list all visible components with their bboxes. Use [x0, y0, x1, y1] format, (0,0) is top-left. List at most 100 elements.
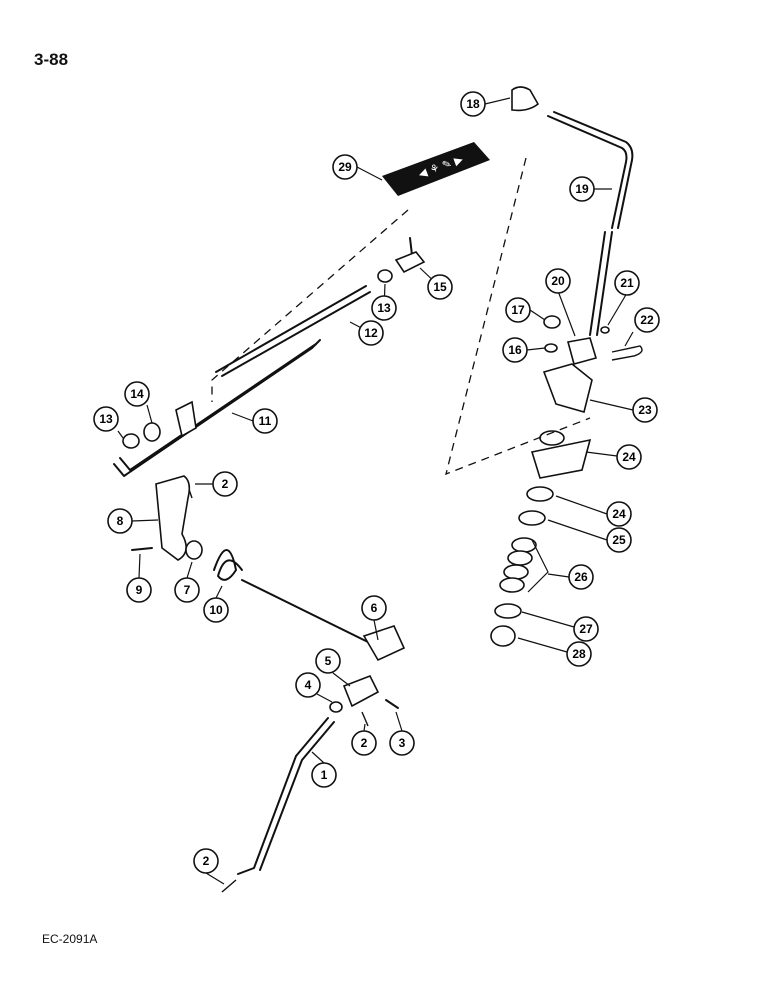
part-10-spring: [213, 549, 243, 581]
part-11-rod: [113, 339, 321, 477]
part-8-arm: [155, 475, 191, 561]
callout-4: 4: [295, 672, 321, 698]
callout-7: 7: [174, 577, 200, 603]
part-4-nut: [329, 701, 343, 713]
svg-text:8: 8: [117, 514, 124, 528]
callout-9: 9: [126, 577, 152, 603]
callout-16: 16: [502, 337, 528, 363]
part-13-nut-upper: [377, 269, 393, 283]
part-14-bushing: [143, 400, 197, 442]
svg-text:11: 11: [259, 414, 272, 428]
svg-text:16: 16: [508, 343, 522, 357]
assembly-guide-lever: [445, 157, 591, 476]
svg-text:20: 20: [551, 274, 565, 288]
callout-18: 18: [460, 91, 486, 117]
svg-text:13: 13: [99, 412, 113, 426]
leader-lines: [117, 97, 634, 885]
part-19-lever: [547, 111, 634, 336]
part-2-pin-b: [361, 711, 369, 727]
callout-20: 20: [545, 268, 571, 294]
svg-text:2: 2: [361, 736, 368, 750]
svg-text:29: 29: [338, 160, 352, 174]
callout-5: 5: [315, 648, 341, 674]
callout-2-middle: 2: [351, 730, 377, 756]
part-20-pivot: [566, 337, 598, 365]
svg-text:9: 9: [136, 583, 143, 597]
svg-text:19: 19: [575, 182, 589, 196]
callout-14: 14: [124, 381, 150, 407]
assembly-guide-rod: [211, 209, 409, 402]
callout-2-upper: 2: [212, 471, 238, 497]
callout-28: 28: [566, 641, 592, 667]
part-5-clevis: [342, 674, 380, 708]
callout-11: 11: [252, 408, 278, 434]
callout-8: 8: [107, 508, 133, 534]
svg-text:3: 3: [399, 736, 406, 750]
svg-text:10: 10: [209, 603, 223, 617]
svg-text:23: 23: [638, 403, 652, 417]
svg-text:26: 26: [574, 570, 588, 584]
part-25-washer: [518, 510, 546, 526]
callout-10: 10: [203, 597, 229, 623]
callout-13-lower: 13: [93, 406, 119, 432]
part-16-washer: [544, 343, 558, 353]
svg-text:5: 5: [325, 654, 332, 668]
part-3-pin: [385, 699, 399, 709]
svg-text:4: 4: [305, 678, 312, 692]
part-2-pin-c: [221, 879, 237, 893]
svg-text:2: 2: [203, 854, 210, 868]
part-21-nut: [600, 326, 610, 334]
part-1-rod: [237, 717, 335, 875]
callout-21: 21: [614, 270, 640, 296]
svg-text:18: 18: [466, 97, 480, 111]
page-number: 3-88: [34, 50, 69, 69]
part-23-bracket: [542, 363, 593, 413]
part-27-washer: [494, 603, 522, 619]
svg-text:12: 12: [364, 326, 378, 340]
callout-26: 26: [568, 564, 594, 590]
svg-text:6: 6: [371, 601, 378, 615]
svg-text:13: 13: [377, 301, 391, 315]
callout-6: 6: [361, 595, 387, 621]
part-6-shaft: [241, 579, 406, 662]
callout-12: 12: [358, 320, 384, 346]
callout-25: 25: [606, 527, 632, 553]
callout-3: 3: [389, 730, 415, 756]
part-22-clip: [611, 345, 643, 361]
callout-24-upper: 24: [616, 444, 642, 470]
svg-text:21: 21: [620, 276, 634, 290]
callout-1: 1: [311, 762, 337, 788]
part-9-pin: [131, 547, 153, 551]
callout-19: 19: [569, 176, 595, 202]
callout-24-lower: 24: [606, 501, 632, 527]
svg-text:27: 27: [579, 622, 593, 636]
callout-15: 15: [427, 274, 453, 300]
part-7-washer: [185, 540, 203, 560]
svg-text:1: 1: [321, 768, 328, 782]
svg-text:7: 7: [184, 583, 191, 597]
svg-text:22: 22: [640, 313, 654, 327]
svg-text:24: 24: [622, 450, 636, 464]
callout-13-upper: 13: [371, 295, 397, 321]
callout-2-lower: 2: [193, 848, 219, 874]
svg-text:24: 24: [612, 507, 626, 521]
figure-reference: EC-2091A: [42, 932, 98, 946]
part-17-nut: [543, 315, 561, 329]
svg-text:2: 2: [222, 477, 229, 491]
svg-text:14: 14: [130, 387, 144, 401]
part-26-spring-washers: [499, 537, 537, 593]
part-29-decal: ◀ ⚘ ✎ ▶: [382, 142, 490, 196]
svg-text:28: 28: [572, 647, 586, 661]
callout-22: 22: [634, 307, 660, 333]
callout-23: 23: [632, 397, 658, 423]
part-15-adjuster: [394, 237, 426, 274]
part-18-knob: [511, 86, 540, 112]
part-24-plate: [530, 430, 592, 479]
part-24-washer: [526, 486, 554, 502]
callout-29: 29: [332, 154, 358, 180]
callout-17: 17: [505, 297, 531, 323]
part-28-locknut: [490, 625, 516, 647]
svg-text:25: 25: [612, 533, 626, 547]
part-12-threaded-rod: [215, 285, 371, 377]
